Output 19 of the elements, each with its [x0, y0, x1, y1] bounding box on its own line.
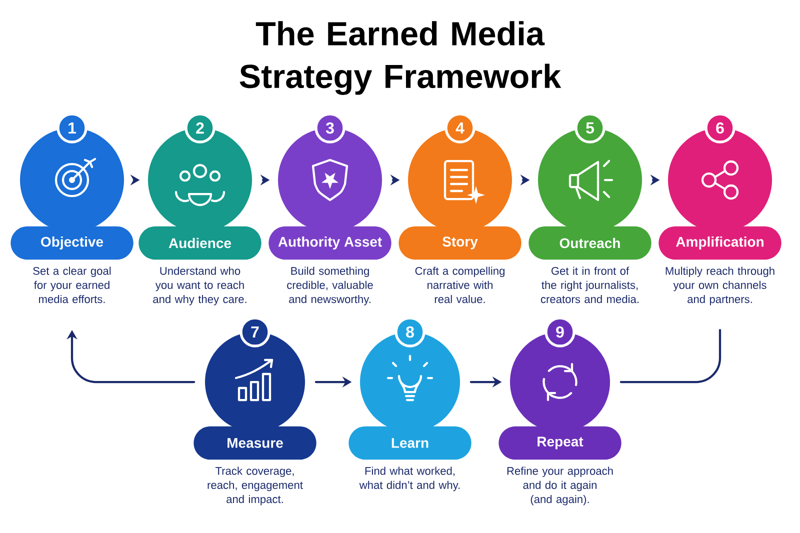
step-label: Outreach: [528, 226, 652, 260]
step-label: Measure: [194, 426, 316, 460]
step-description: Multiply reach through your own channels and partners.: [666, 266, 774, 306]
step-label: Authority Asset: [268, 226, 392, 260]
step-label: Learn: [348, 426, 472, 460]
step-description: Get it in front of the right journalists, creators and media.: [540, 266, 638, 304]
step-description: Set a clear goal for your earned media efforts.: [33, 266, 111, 304]
step-label: Amplification: [658, 226, 782, 260]
step-description: Refine your approach and do it again (and again).: [507, 466, 613, 506]
title: The Earned Media Strategy Framework: [240, 21, 562, 95]
step-label: Objective: [10, 226, 134, 260]
step-description: Understand who you want to reach and why they care.: [153, 266, 246, 306]
step-label: Audience: [138, 226, 262, 260]
step-label: Repeat: [498, 426, 622, 460]
step-description: Craft a compelling narrative with real value.: [415, 266, 504, 304]
step-description: Build something credible, valuable and newsworthy.: [287, 266, 373, 306]
step-description: Track coverage, reach, engagement and impact.: [208, 466, 303, 506]
step-label: Story: [398, 226, 522, 260]
step-description: Find what worked, what didn’t and why.: [359, 466, 460, 492]
